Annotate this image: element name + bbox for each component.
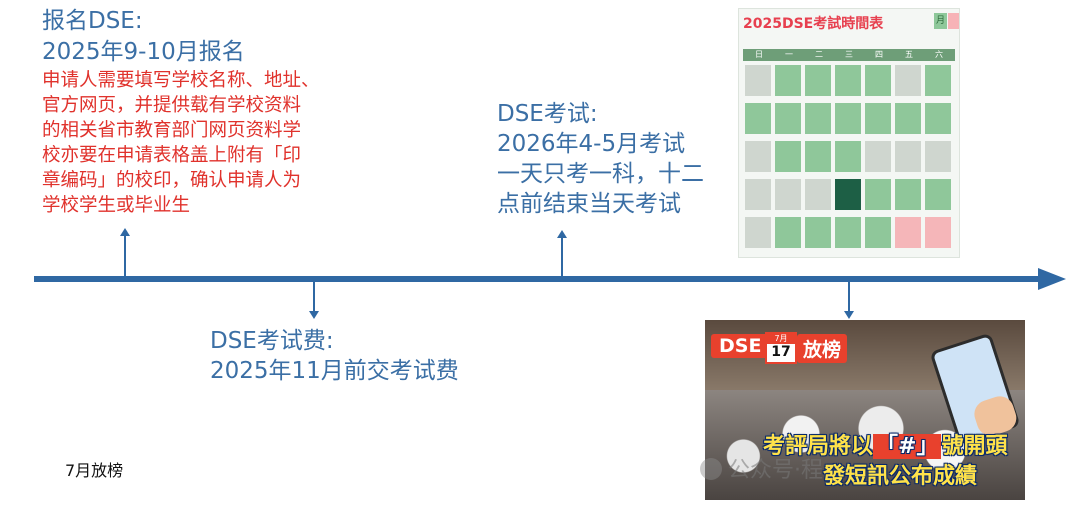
timetable-cell	[925, 141, 951, 172]
registration-detail-line: 章编码」的校印，确认申请人为	[42, 170, 302, 191]
timetable-cell	[925, 217, 951, 248]
timetable-cell	[805, 179, 831, 210]
results-news-image: DSE 7月 17 放榜 考評局將以「#」號開頭 發短訊公布成績	[705, 320, 1025, 500]
registration-details: 申请人需要填写学校名称、地址、 官方网页，并提供载有学校资料 的相关省市教育部门…	[42, 68, 372, 218]
registration-date: 2025年9-10月报名	[42, 39, 245, 65]
caption-hash: 「#」	[873, 434, 942, 459]
results-date-icon: 7月 17	[765, 332, 797, 364]
timetable-cell	[895, 141, 921, 172]
timetable-weekday: 三	[845, 50, 853, 59]
timetable-cell	[865, 65, 891, 96]
timeline-axis	[34, 276, 1044, 282]
fee-marker	[313, 282, 315, 312]
results-marker	[848, 282, 850, 312]
timetable-cell	[835, 65, 861, 96]
registration-marker	[124, 235, 126, 277]
timetable-cell	[805, 217, 831, 248]
timetable-cell	[835, 141, 861, 172]
results-date-day: 17	[771, 344, 791, 360]
timetable-cell	[925, 103, 951, 134]
registration-detail-line: 校亦要在申请表格盖上附有「印	[42, 145, 302, 166]
timetable-cell	[745, 65, 771, 96]
timetable-cell	[895, 179, 921, 210]
registration-title: 报名DSE:	[42, 8, 143, 34]
exam-details: 一天只考一科，十二 点前结束当天考试	[497, 159, 737, 219]
timetable-cell	[745, 103, 771, 134]
timetable-cell	[775, 141, 801, 172]
timetable-cell	[895, 65, 921, 96]
timeline-arrowhead	[1038, 268, 1066, 290]
watermark: 公众号·程	[700, 452, 823, 484]
watermark-text: 公众号·程	[728, 458, 823, 483]
timetable-cell	[835, 217, 861, 248]
results-date-month: 7月	[767, 334, 795, 344]
results-badge-dse: DSE	[711, 334, 770, 358]
exam-detail-line: 点前结束当天考试	[497, 191, 681, 217]
timetable-cell	[745, 179, 771, 210]
fee-title: DSE考试费:	[210, 328, 334, 354]
caption-text: 考評局將以	[763, 434, 874, 459]
timetable-weekday: 一	[785, 50, 793, 59]
timetable-cell	[835, 179, 861, 210]
results-marker-head	[844, 311, 854, 319]
timetable-month-tab-alt	[948, 13, 959, 29]
timetable-cell	[895, 217, 921, 248]
timetable-cell	[895, 103, 921, 134]
timetable-weekday: 六	[935, 50, 943, 59]
results-caption-line1: 考評局將以「#」號開頭	[763, 428, 1007, 460]
timetable-cell	[925, 65, 951, 96]
timetable-cell	[805, 103, 831, 134]
exam-date: 2026年4-5月考试	[497, 131, 686, 157]
timetable-cell	[835, 103, 861, 134]
timetable-weekday: 二	[815, 50, 823, 59]
exam-detail-line: 一天只考一科，十二	[497, 161, 704, 187]
timetable-weekday: 四	[875, 50, 883, 59]
timetable-cell	[745, 217, 771, 248]
timetable-cell	[775, 179, 801, 210]
timetable-cell	[805, 141, 831, 172]
registration-detail-line: 学校学生或毕业生	[42, 195, 191, 216]
registration-detail-line: 的相关省市教育部门网页资料学	[42, 120, 302, 141]
timetable-cell	[775, 65, 801, 96]
registration-detail-line: 官方网页，并提供载有学校资料	[42, 95, 302, 116]
timetable-weekday: 日	[755, 50, 763, 59]
results-badge-release: 放榜	[797, 334, 848, 363]
timetable-cell	[865, 103, 891, 134]
exam-timetable-image: 2025DSE考試時間表 月 日 一 二 三 四 五 六	[738, 8, 960, 258]
timetable-cell	[775, 103, 801, 134]
timetable-cell	[865, 217, 891, 248]
timetable-cell	[865, 179, 891, 210]
timetable-cell	[745, 141, 771, 172]
timetable-cell	[805, 65, 831, 96]
fee-date: 2025年11月前交考试费	[210, 358, 459, 384]
timetable-cell	[775, 217, 801, 248]
timetable-weekday: 五	[905, 50, 913, 59]
registration-marker-head	[120, 228, 130, 236]
exam-marker-head	[557, 230, 567, 238]
caption-text: 號開頭	[941, 434, 1008, 459]
timetable-cell	[865, 141, 891, 172]
registration-detail-line: 申请人需要填写学校名称、地址、	[42, 70, 320, 91]
exam-marker	[561, 237, 563, 277]
wechat-icon	[700, 458, 722, 480]
fee-marker-head	[309, 311, 319, 319]
timetable-weekday-bar	[743, 49, 955, 61]
results-label: 7月放榜	[65, 461, 124, 480]
exam-title: DSE考试:	[497, 101, 598, 127]
timetable-month-tab: 月	[934, 13, 947, 29]
timetable-title: 2025DSE考試時間表	[743, 16, 884, 32]
timetable-cell	[925, 179, 951, 210]
results-caption-line2: 發短訊公布成績	[823, 464, 978, 489]
